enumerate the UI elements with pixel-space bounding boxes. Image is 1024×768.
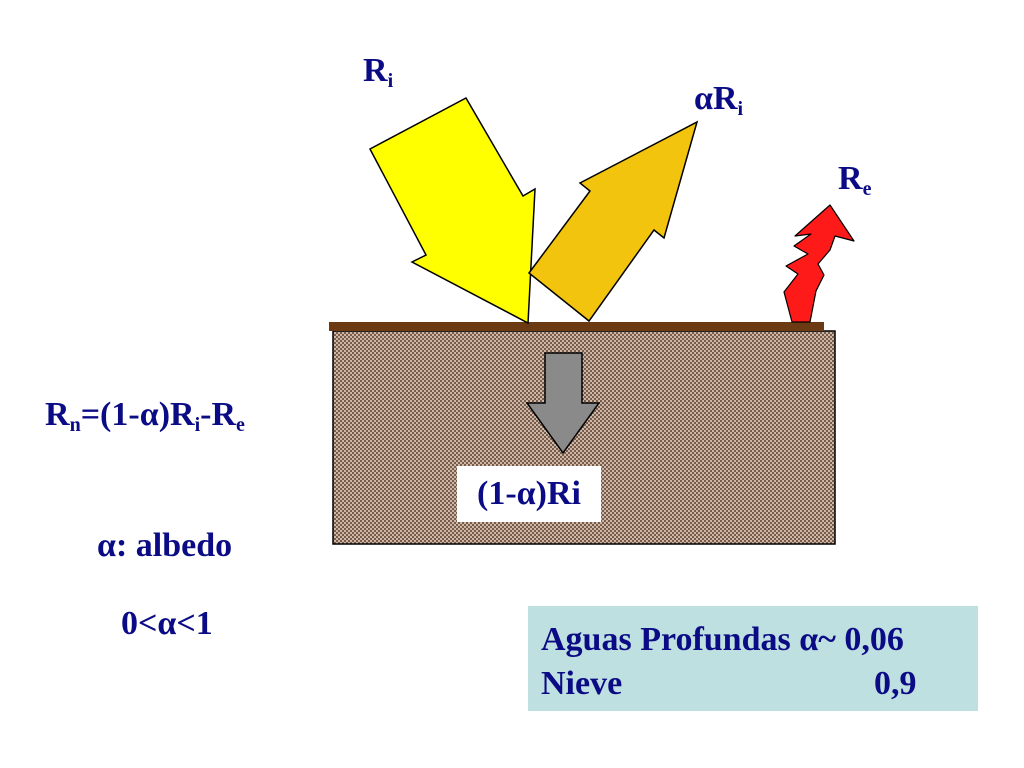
incident-radiation-arrow xyxy=(368,96,536,325)
emitted-radiation-label: Re xyxy=(838,160,872,200)
alpha-symbol: α xyxy=(516,475,536,512)
albedo-range: 0<α<1 xyxy=(121,605,213,642)
reflected-radiation-arrow xyxy=(527,120,699,323)
reflected-radiation-label: αRi xyxy=(694,80,744,120)
albedo-definition: α: albedo xyxy=(97,527,233,564)
alpha-symbol: α xyxy=(157,605,177,642)
emitted-radiation-arrow xyxy=(783,204,855,323)
alpha-symbol: α xyxy=(799,621,819,658)
absorbed-radiation-arrow xyxy=(525,352,601,455)
table-row: Aguas Profundas α~ 0,06 xyxy=(541,621,904,658)
surface-line xyxy=(329,322,824,331)
alpha-symbol: α xyxy=(694,80,713,117)
incident-radiation-label: Ri xyxy=(363,52,394,92)
alpha-symbol: α xyxy=(97,527,116,564)
net-radiation-equation: Rn=(1-α)Ri-Re xyxy=(45,396,245,436)
alpha-symbol: α xyxy=(139,396,159,433)
absorbed-radiation-label: (1-α)Ri xyxy=(457,466,601,522)
